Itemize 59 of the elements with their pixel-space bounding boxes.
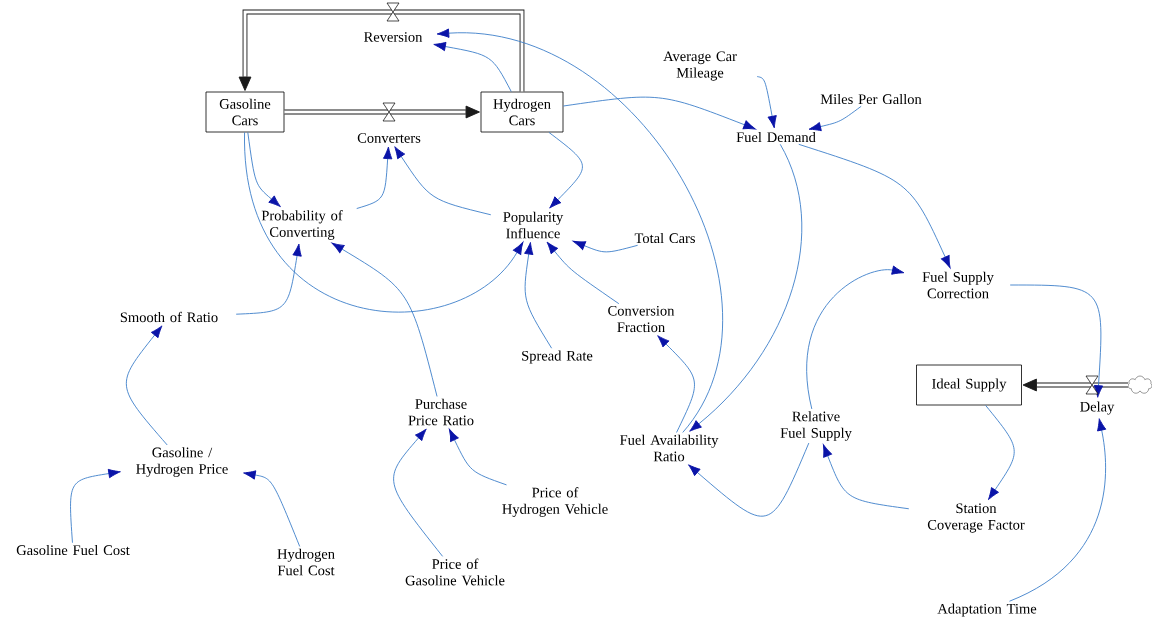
variable-label: Gasoline / Hydrogen Price: [136, 447, 228, 477]
variable-label: Spread Rate: [522, 350, 593, 364]
arrow: [1009, 284, 1104, 398]
variable-label: Reversion: [364, 32, 423, 42]
arrow: [562, 96, 756, 130]
variable-label: Average Car Mileage: [663, 51, 737, 81]
arrow: [356, 146, 393, 209]
arrow: [243, 470, 301, 547]
arrow: [756, 76, 777, 129]
variable-label: Fuel Supply Correction: [922, 271, 994, 299]
variable-label: Adaptation Time: [937, 603, 1037, 617]
arrow: [572, 240, 639, 253]
arrow: [548, 131, 583, 209]
variable-label: Probability of Converting: [261, 210, 343, 240]
arrow: [524, 242, 553, 349]
variable-label: Relative Fuel Supply: [780, 411, 852, 441]
arrow: [436, 28, 723, 433]
arrow: [393, 428, 444, 557]
arrow: [657, 335, 695, 433]
arrow: [235, 243, 302, 315]
arrow: [331, 242, 438, 397]
source-cloud: [1127, 375, 1152, 394]
arrow: [1009, 418, 1107, 602]
arrow: [546, 241, 620, 305]
arrow: [798, 143, 951, 269]
variable-label: Price of Hydrogen Vehicle: [502, 487, 608, 517]
arrow: [394, 146, 492, 216]
flow-pipe: [284, 105, 480, 119]
arrow: [433, 41, 512, 93]
variable-label: Smooth of Ratio: [120, 311, 218, 323]
arrow: [247, 131, 281, 208]
variable-label: Price of Gasoline Vehicle: [405, 558, 505, 586]
variable-label: Fuel Demand: [736, 131, 816, 143]
variable-label: Station Coverage Factor: [927, 503, 1025, 533]
variable-label: Popularity Influence: [503, 211, 564, 239]
arrow: [448, 428, 507, 486]
arrow: [70, 468, 121, 544]
flow-pipe: [1022, 378, 1128, 392]
variable-label: Hydrogen Fuel Cost: [277, 548, 335, 576]
variable-label: Total Cars: [634, 232, 695, 244]
stock-box: Ideal Supply: [916, 364, 1022, 406]
variable-label: Conversion Fraction: [608, 305, 675, 333]
variable-label: Converters: [357, 133, 421, 143]
variable-label: Fuel Availability Ratio: [620, 434, 719, 462]
variable-label: Gasoline Fuel Cost: [16, 544, 130, 556]
flow-pipe: [238, 9, 525, 92]
arrow: [126, 325, 168, 446]
variable-label: Miles Per Gallon: [820, 93, 922, 105]
stock-box: Gasoline Cars: [205, 91, 285, 133]
variable-label: Purchase Price Ratio: [408, 398, 474, 426]
arrow: [808, 105, 862, 132]
arrow: [244, 131, 524, 313]
arrow: [806, 265, 905, 410]
arrow: [822, 444, 910, 510]
arrow: [689, 143, 802, 432]
arrow: [688, 442, 810, 517]
stock-box: Hydrogen Cars: [480, 91, 564, 133]
variable-label: Delay: [1080, 401, 1115, 415]
arrow: [985, 404, 1015, 501]
